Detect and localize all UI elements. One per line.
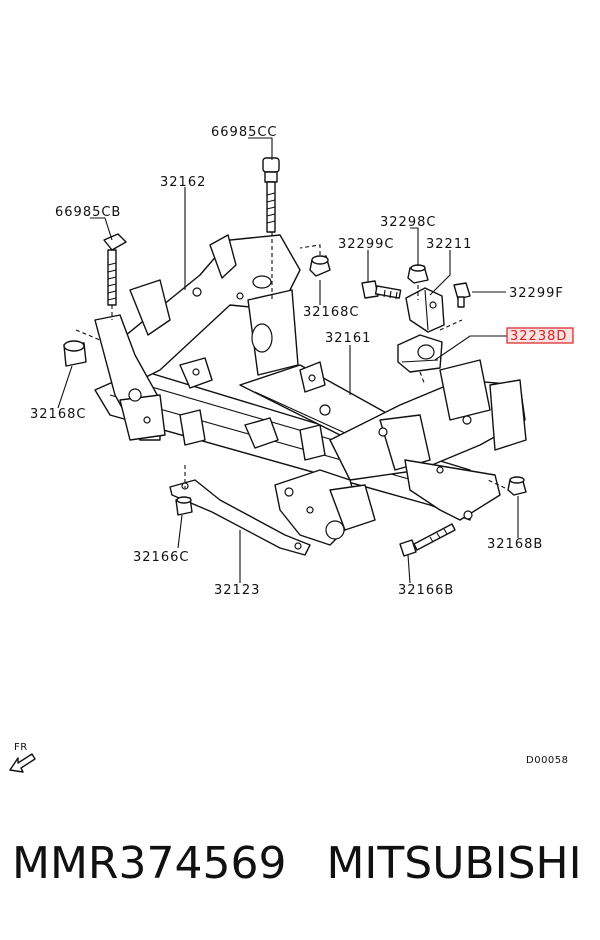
label-32166B: 32166B <box>398 583 454 598</box>
nut-32168C-top <box>309 255 331 277</box>
front-direction-marker: FR <box>9 742 36 773</box>
label-32298C: 32298C <box>380 215 436 230</box>
label-32161: 32161 <box>325 331 371 346</box>
label-32168C-top: 32168C <box>303 305 359 320</box>
diagram-code: D00058 <box>526 755 569 766</box>
label-32166C: 32166C <box>133 550 189 565</box>
frame-left-arm-32162 <box>119 234 301 386</box>
nut-32298C <box>407 264 429 284</box>
frame-right-front-mount <box>274 469 376 546</box>
label-66985CC: 66985CC <box>211 125 278 140</box>
bolt-32299C <box>361 280 402 300</box>
front-arrow-icon <box>9 753 36 773</box>
frame-rail-brackets <box>179 357 326 461</box>
bolt-66985CB <box>103 233 127 306</box>
label-32211: 32211 <box>426 237 472 252</box>
frame-left-front-bracket <box>94 314 166 441</box>
bolt-66985CC <box>262 157 280 233</box>
label-32168C-left: 32168C <box>30 407 86 422</box>
stabilizer-bar-32123 <box>169 479 311 556</box>
bracket-32211 <box>405 287 445 333</box>
label-32238D-highlight <box>506 327 574 344</box>
label-32123: 32123 <box>214 583 260 598</box>
frame-right-arm <box>329 359 527 521</box>
bolt-32166B <box>399 523 456 557</box>
nut-32168C-left <box>63 340 87 367</box>
bolt-32299F <box>453 282 471 308</box>
leader-lines <box>57 137 519 584</box>
crossmember-exploded-diagram: 66985CC 32162 66985CB 32298C 32299C 3221… <box>9 125 574 773</box>
caption-brand: MITSUBISHI <box>326 838 582 889</box>
nut-32168B <box>507 476 527 496</box>
bolt-32166C <box>175 496 193 516</box>
label-32162: 32162 <box>160 175 206 190</box>
caption-part-number: MMR374569 <box>12 838 287 889</box>
label-66985CB: 66985CB <box>55 205 121 220</box>
label-32299F: 32299F <box>509 286 564 301</box>
label-32168B: 32168B <box>487 537 543 552</box>
caption: MMR374569 MITSUBISHI <box>12 838 592 908</box>
label-32299C: 32299C <box>338 237 394 252</box>
front-marker-label: FR <box>14 742 28 753</box>
assembly-guide-lines <box>75 232 506 489</box>
label-32238D: 32238D <box>510 329 567 344</box>
part-labels: 66985CC 32162 66985CB 32298C 32299C 3221… <box>30 125 574 598</box>
mount-insulator-32238D <box>397 334 443 373</box>
